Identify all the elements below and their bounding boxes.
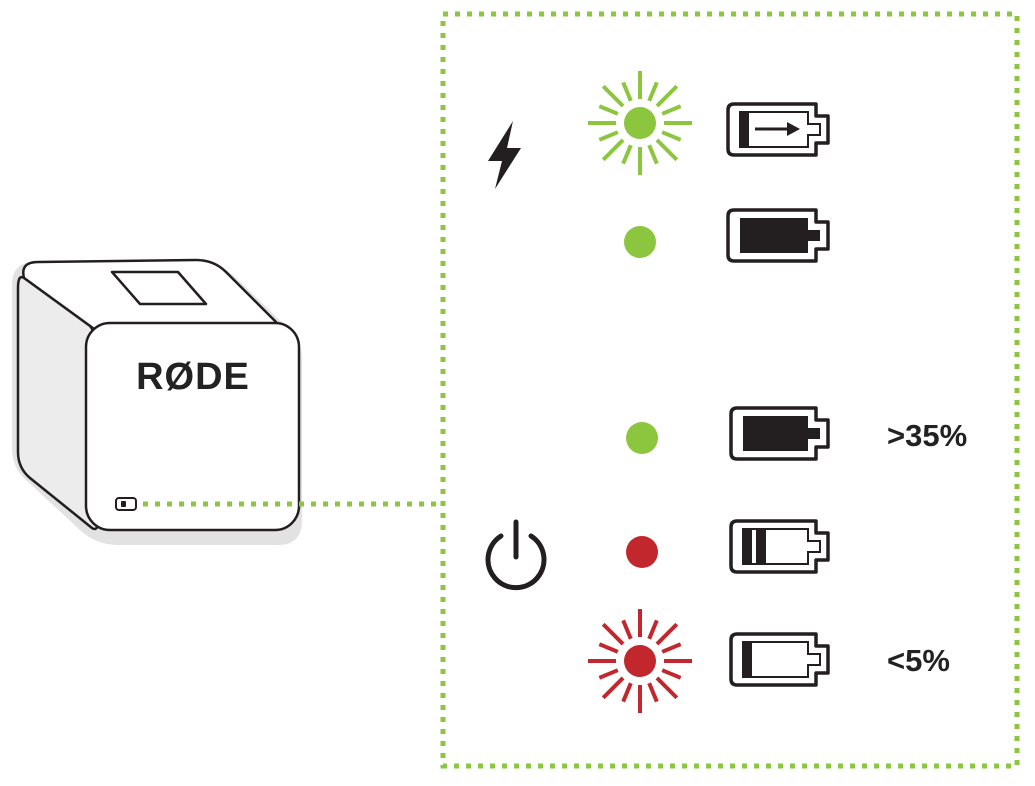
- led-ray: [647, 682, 659, 703]
- led-ray: [621, 619, 633, 640]
- led-ray: [655, 138, 679, 162]
- led-ray: [621, 682, 633, 703]
- led-ray: [621, 144, 633, 165]
- led-ray: [647, 144, 659, 165]
- led-ray: [655, 622, 679, 646]
- led-green-solid: [624, 226, 656, 258]
- led-red-blinking: [588, 609, 692, 713]
- led-ray: [598, 104, 619, 116]
- led-ray: [598, 642, 619, 654]
- led-ray: [601, 138, 625, 162]
- led-dot: [624, 107, 656, 139]
- battery-charging-icon: [726, 102, 830, 157]
- led-ray: [621, 81, 633, 102]
- led-green-solid: [626, 422, 658, 454]
- led-dot: [624, 645, 656, 677]
- led-ray: [655, 84, 679, 108]
- battery-level-label-critical: <5%: [887, 643, 950, 678]
- led-red-solid: [626, 536, 658, 568]
- led-ray: [655, 676, 679, 700]
- led-ray: [601, 84, 625, 108]
- led-ray: [661, 104, 682, 116]
- led-ray: [661, 642, 682, 654]
- battery-level-label-high: >35%: [887, 418, 967, 453]
- led-ray: [661, 130, 682, 142]
- battery-critical-icon: [729, 632, 830, 687]
- lightning-icon: [488, 121, 521, 189]
- led-ray: [601, 622, 625, 646]
- device-led-dot: [121, 501, 126, 507]
- device-top-button[interactable]: [110, 270, 208, 306]
- battery-low-icon: [729, 519, 830, 574]
- led-green-blinking: [588, 71, 692, 175]
- led-ray: [647, 619, 659, 640]
- callout-box: [440, 11, 1020, 769]
- device-front-face: [84, 321, 301, 532]
- led-ray: [647, 81, 659, 102]
- power-icon: [485, 519, 547, 591]
- battery-full-icon: [726, 208, 830, 263]
- device: RØDE: [12, 258, 302, 545]
- led-ray: [598, 668, 619, 680]
- led-ray: [661, 668, 682, 680]
- led-ray: [598, 130, 619, 142]
- led-ray: [601, 676, 625, 700]
- battery-full-icon: [729, 406, 830, 461]
- device-brand-logo: RØDE: [136, 356, 250, 398]
